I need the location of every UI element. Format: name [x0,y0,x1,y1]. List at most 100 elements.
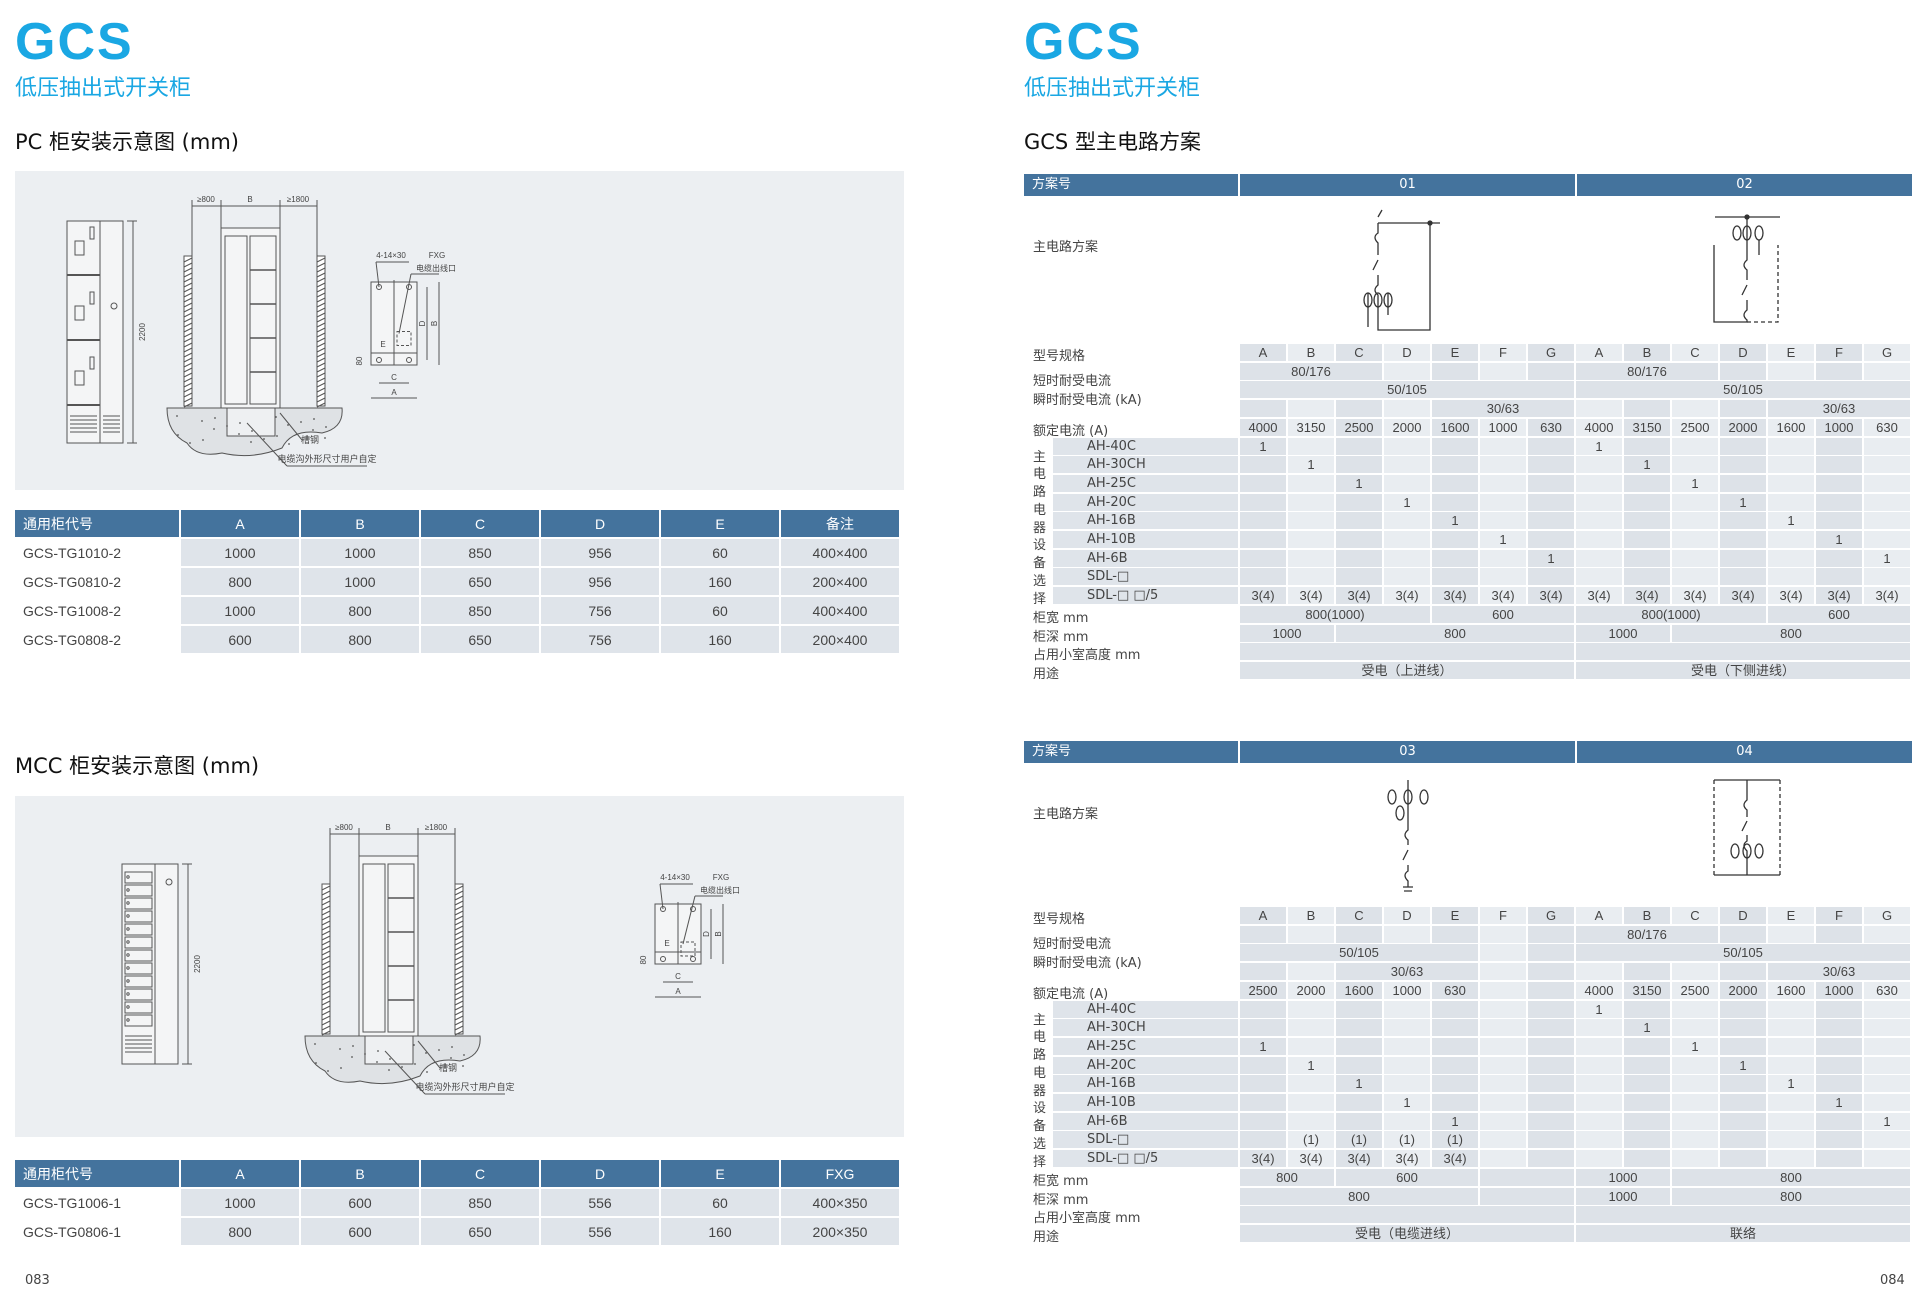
table-cell: 1000 [1576,624,1670,642]
table-cell [1576,474,1622,492]
concrete-dot [213,428,215,430]
table-cell [1240,1131,1286,1149]
table-cell: C [1672,907,1718,924]
drawing-line [454,890,464,896]
drawing-line [124,884,153,897]
table-cell: 2500 [1336,418,1382,436]
drawing-line [316,297,326,303]
drawing-line [321,990,331,996]
table-cell [1384,512,1430,530]
table-cell: 3(4) [1240,1150,1286,1168]
table-cell [1576,493,1622,511]
table-cell [1816,1056,1862,1074]
drawing-line [124,988,153,1001]
circuit-label: 主电路方案 [1033,240,1099,255]
table-cell: 1 [1864,549,1910,567]
table-cell [1528,493,1574,511]
diagram-label: 电缆出线口 [416,263,456,273]
diagram-label: 槽钢 [439,1062,457,1073]
equipment-label: AH-40C [1053,1000,1238,1018]
diagram-label: C [675,972,681,981]
table-cell [1288,437,1334,455]
table-cell [1624,1075,1670,1093]
drawing-line [321,1000,331,1006]
table-cell [1240,493,1286,511]
table-cell: 1000 [1480,418,1526,436]
drawing-line [183,312,193,318]
table-cell: 3150 [1624,418,1670,436]
concrete-dot [250,441,252,443]
drawing-line [316,402,326,408]
table-cell [1768,531,1814,548]
drawing-line [321,945,331,951]
table-cell [1720,1037,1766,1055]
drawing-line [321,965,331,971]
drawing-line [183,357,193,363]
diagram-label: 80 [639,955,648,964]
drawing-line [183,382,193,388]
table-cell [1288,1094,1334,1111]
drawing-line [316,307,326,313]
table-cell [1720,1112,1766,1130]
drawing-line [454,935,464,941]
table-cell [1576,1112,1622,1130]
table-cell: 200×350 [781,1218,899,1245]
drawing-line [398,273,412,334]
drawing-line [183,287,193,293]
table-cell: 1 [1576,437,1622,455]
table-cell [1672,437,1718,455]
diagram-label: 电缆出线口 [700,885,740,895]
diagram-label: B [714,931,723,936]
drawing-line [183,347,193,353]
scheme-number-label: 方案号 [1024,174,1238,196]
diagram-label: 电缆沟外形尺寸用户自定 [415,1081,514,1092]
table-cell: 850 [421,597,539,624]
table-cell: 1 [1576,1000,1622,1018]
table-cell: 1600 [1768,418,1814,436]
table-cell: 80/176 [1240,362,1382,380]
table-cell: 800 [301,626,419,653]
table-cell: 1 [1432,512,1478,530]
table-cell [1480,512,1526,530]
table-cell: 1 [1672,474,1718,492]
concrete-dot [251,430,253,432]
table-cell [1240,1112,1286,1130]
table-cell [1480,493,1526,511]
wall-left [183,255,193,407]
table-cell [1480,981,1526,999]
table-cell [1720,1150,1766,1168]
subtitle-right: 低压抽出式开关柜 [1024,76,1201,101]
equipment-label: SDL-□ [1053,568,1238,586]
table-cell [1336,925,1382,943]
table-cell [1240,963,1286,981]
diagram-label: FXG [713,873,729,882]
equipment-label: AH-10B [1053,1094,1238,1111]
table-cell: 1000 [181,597,299,624]
table-cell: 1000 [1576,1168,1670,1186]
table-cell: 650 [421,626,539,653]
table-cell: 1 [1336,1075,1382,1093]
table-cell [1528,1075,1574,1093]
drawing-line [126,927,130,931]
concrete-dot [377,1050,379,1052]
drawing-line [316,312,326,318]
drawing-line [321,1015,331,1021]
table-cell [1672,1112,1718,1130]
table-cell: 60 [661,597,779,624]
table-cell: 600 [1432,605,1574,623]
row-label-peak: 瞬时耐受电流 (kA) [1033,392,1142,408]
drawing-line [454,900,464,906]
table-cell: 800(1000) [1240,605,1430,623]
table-cell: 3(4) [1432,587,1478,605]
table-cell: F [1816,344,1862,361]
table-cell [1288,568,1334,586]
drawing-line [124,949,153,962]
table-cell [1672,1150,1718,1168]
equipment-label: AH-16B [1053,512,1238,530]
table-cell [1240,643,1574,661]
table-cell: 1 [1720,1056,1766,1074]
table-cell: 956 [541,568,659,595]
drawing-line [126,1005,130,1009]
circuit-label: 主电路方案 [1033,807,1099,822]
